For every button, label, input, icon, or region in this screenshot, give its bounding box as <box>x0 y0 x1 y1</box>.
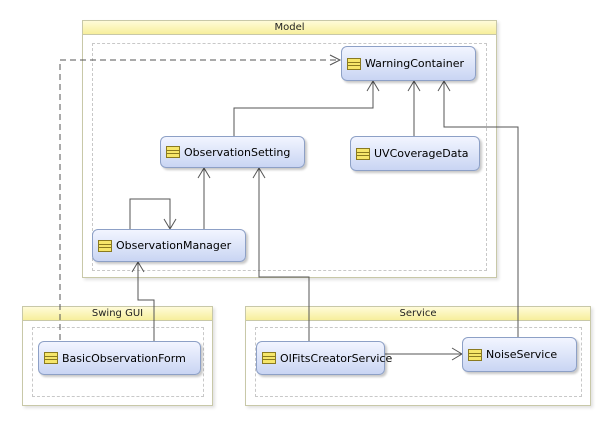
edge-noise-to-warningcontainer <box>443 81 519 337</box>
edge-form-to-manager <box>137 262 155 341</box>
arrowhead-noise-to-warningcontainer <box>437 80 451 92</box>
edge-setting-to-warningcontainer <box>233 81 374 136</box>
arrowhead-setting-to-warningcontainer <box>366 80 380 92</box>
class-oifitscreatorservice[interactable]: OIFitsCreatorService <box>256 341 392 375</box>
class-icon <box>356 147 370 160</box>
edge-manager-self <box>129 198 171 229</box>
class-uvcoveragedata-label: UVCoverageData <box>374 147 469 160</box>
class-noiseservice[interactable]: NoiseService <box>462 337 577 372</box>
package-model-inner <box>92 43 487 271</box>
arrowhead-oifits-to-setting <box>252 167 266 179</box>
class-icon <box>262 352 276 364</box>
edge-form-to-warningcontainer <box>59 59 338 340</box>
edge-oifits-to-setting <box>258 168 310 341</box>
class-icon <box>468 348 482 361</box>
arrowhead-manager-to-setting <box>197 167 211 179</box>
package-swing-gui-title: Swing GUI <box>23 307 212 321</box>
package-model-title: Model <box>83 21 496 35</box>
class-observationmanager-label: ObservationManager <box>116 239 232 252</box>
class-icon <box>98 239 112 252</box>
class-observationmanager[interactable]: ObservationManager <box>92 229 246 262</box>
package-service-title: Service <box>246 307 590 321</box>
class-icon <box>347 57 361 70</box>
class-warningcontainer-label: WarningContainer <box>365 57 464 70</box>
class-basicobservationform-label: BasicObservationForm <box>62 351 186 365</box>
class-icon <box>166 146 180 158</box>
arrowhead-form-to-manager <box>131 261 145 273</box>
package-swing-gui-inner <box>32 327 204 397</box>
arrowhead-form-to-warningcontainer <box>329 54 342 66</box>
class-warningcontainer[interactable]: WarningContainer <box>341 46 476 81</box>
package-service-inner <box>255 327 582 397</box>
class-observationsetting[interactable]: ObservationSetting <box>160 136 305 168</box>
class-noiseservice-label: NoiseService <box>486 348 558 361</box>
class-basicobservationform[interactable]: BasicObservationForm <box>38 341 201 375</box>
class-icon <box>44 352 58 364</box>
class-oifitscreatorservice-label: OIFitsCreatorService <box>280 351 393 365</box>
class-observationsetting-label: ObservationSetting <box>184 145 291 159</box>
arrowhead-uvcoverage-to-warningcontainer <box>407 80 421 92</box>
class-uvcoveragedata[interactable]: UVCoverageData <box>350 136 480 171</box>
